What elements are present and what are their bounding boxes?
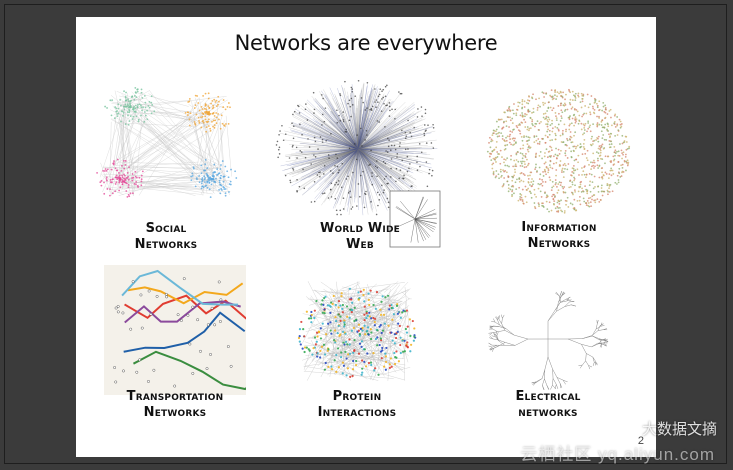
slide-title: Networks are everywhere — [234, 31, 498, 55]
wechat-icon — [608, 420, 626, 434]
caption-transportation-line2: Networks — [143, 405, 207, 420]
electrical-network-image — [488, 291, 609, 390]
transportation-map-image — [104, 265, 246, 395]
tile-social-networks: Social Networks — [90, 81, 242, 271]
caption-information-line2: Networks — [527, 236, 591, 251]
caption-social-line1: Social — [145, 221, 187, 236]
outer-frame — [4, 4, 727, 464]
watermark-account: 大数据文摘 — [641, 421, 717, 438]
caption-www-line1: World Wide — [320, 221, 400, 236]
caption-www: World Wide Web — [272, 221, 448, 253]
caption-www-line2: Web — [346, 237, 374, 252]
tile-protein-interactions: Protein Interactions — [282, 271, 432, 425]
caption-social-line2: Networks — [134, 237, 198, 252]
caption-protein-line1: Protein — [332, 389, 382, 404]
caption-social: Social Networks — [90, 221, 242, 253]
tile-transportation-networks: Transportation Networks — [104, 265, 246, 425]
caption-transportation: Transportation Networks — [104, 389, 246, 421]
watermark-site: 云栖社区 yq.aliyun.com — [520, 445, 715, 464]
watermark: 大数据文摘 云栖社区 yq.aliyun.com — [473, 418, 723, 464]
information-network-image — [486, 88, 631, 214]
social-network-image — [96, 87, 238, 199]
caption-electrical-line2: networks — [518, 405, 578, 420]
slide-number: 2 — [637, 435, 644, 447]
caption-information-line1: Information — [521, 220, 597, 235]
caption-protein: Protein Interactions — [282, 389, 432, 421]
protein-network-image — [297, 281, 417, 381]
tile-world-wide-web: World Wide Web — [272, 79, 448, 271]
caption-information: Information Networks — [476, 220, 642, 252]
tile-information-networks: Information Networks — [476, 81, 642, 271]
www-network-image — [275, 79, 441, 248]
caption-electrical: Electrical networks — [468, 389, 628, 421]
caption-protein-line2: Interactions — [317, 405, 397, 420]
tile-electrical-networks: Electrical networks — [468, 279, 628, 425]
caption-electrical-line1: Electrical — [515, 389, 581, 404]
caption-transportation-line1: Transportation — [126, 389, 224, 404]
slide: Networks are everywhere Social Networks … — [76, 17, 656, 457]
